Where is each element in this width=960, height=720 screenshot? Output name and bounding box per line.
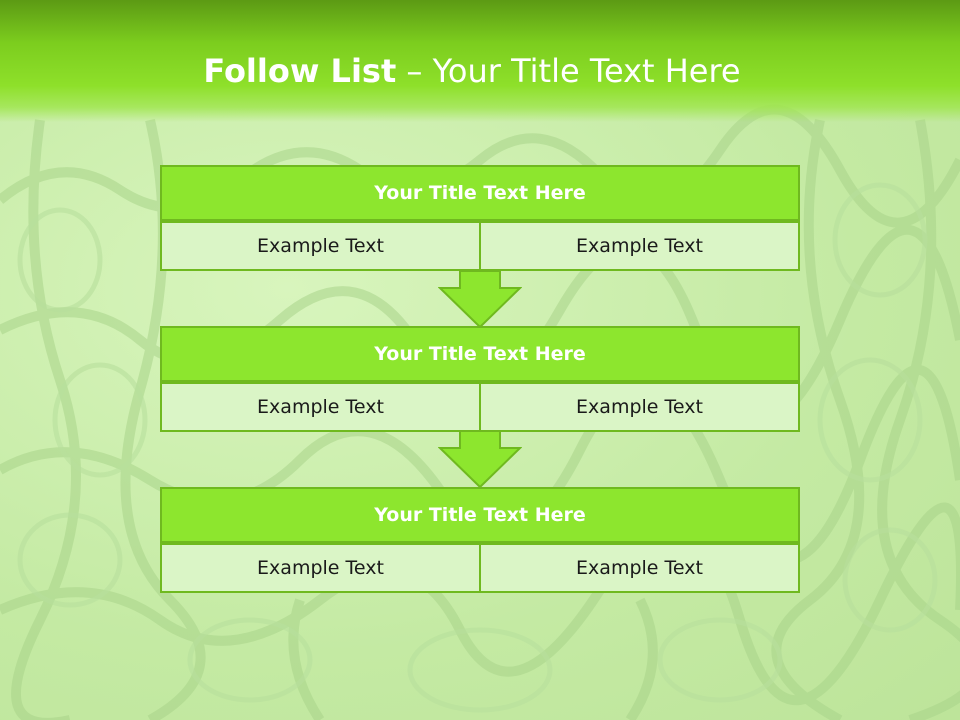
- title-rest: – Your Title Text Here: [396, 52, 741, 90]
- step-row: Example Text Example Text: [160, 221, 800, 271]
- step-cell-right: Example Text: [481, 543, 800, 593]
- down-arrow-icon: [438, 430, 522, 488]
- step-row: Example Text Example Text: [160, 543, 800, 593]
- step-cell-right: Example Text: [481, 382, 800, 432]
- step-title: Your Title Text Here: [160, 165, 800, 221]
- step-title: Your Title Text Here: [160, 326, 800, 382]
- down-arrow-icon: [438, 270, 522, 328]
- step-block-2: Your Title Text Here Example Text Exampl…: [160, 326, 800, 432]
- step-block-3: Your Title Text Here Example Text Exampl…: [160, 487, 800, 593]
- step-cell-left: Example Text: [160, 382, 481, 432]
- step-row: Example Text Example Text: [160, 382, 800, 432]
- step-cell-left: Example Text: [160, 221, 481, 271]
- step-cell-right: Example Text: [481, 221, 800, 271]
- step-cell-left: Example Text: [160, 543, 481, 593]
- step-title: Your Title Text Here: [160, 487, 800, 543]
- title-bar: [0, 0, 960, 122]
- title-bold: Follow List: [203, 52, 397, 90]
- step-block-1: Your Title Text Here Example Text Exampl…: [160, 165, 800, 271]
- slide-title: Follow List – Your Title Text Here: [0, 52, 944, 90]
